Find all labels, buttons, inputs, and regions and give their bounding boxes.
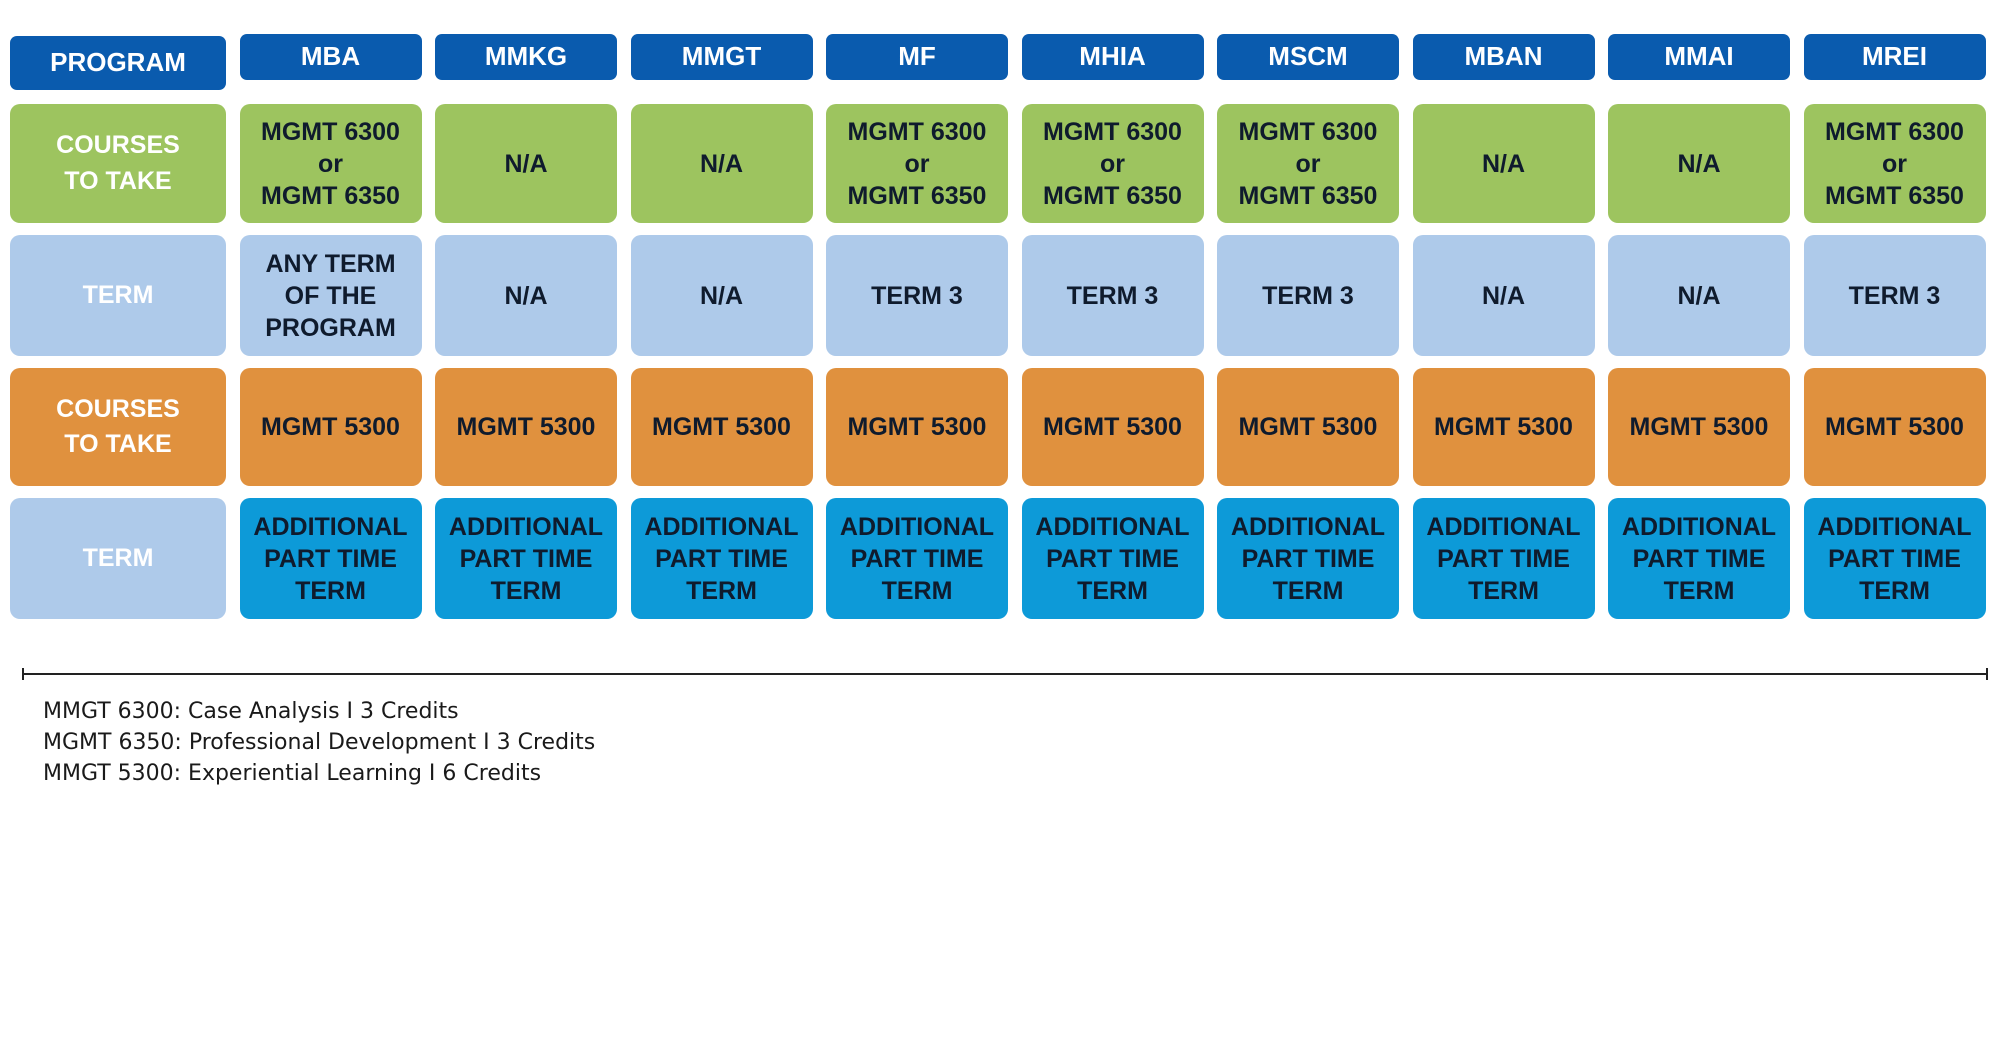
divider-rule [22, 668, 1988, 680]
program-header-mmkg: MMKG [435, 34, 617, 80]
program-header-mscm: MSCM [1217, 34, 1399, 80]
experiential-course-cell: MGMT 5300 [1608, 368, 1790, 486]
elective-term-cell: N/A [630, 235, 813, 356]
program-header-mmai: MMAI [1608, 34, 1790, 80]
elective-term-cell: N/A [1412, 235, 1595, 356]
footnote-mgmt-6350: MGMT 6350: Professional Development I 3 … [43, 730, 596, 755]
experiential-course-cell: MGMT 5300 [630, 368, 813, 486]
footnote-mmgt-5300: MMGT 5300: Experiential Learning I 6 Cre… [43, 761, 542, 786]
elective-course-cell: N/A [1608, 104, 1790, 223]
course-footnotes: MMGT 6300: Case Analysis I 3 Credits MGM… [43, 696, 595, 789]
footnote-mmgt-6300: MMGT 6300: Case Analysis I 3 Credits [43, 699, 459, 724]
elective-course-cell: MGMT 6300 or MGMT 6350 [1803, 104, 1986, 223]
row-label-elective-courses: COURSES TO TAKE [10, 104, 226, 223]
elective-term-cell: TERM 3 [1021, 235, 1204, 356]
program-header-mhia: MHIA [1021, 34, 1204, 80]
program-header-mrei: MREI [1803, 34, 1986, 80]
program-header-mba: MBA [239, 34, 422, 80]
program-requirements-grid: PROGRAM MBA MMKG MMGT MF MHIA MSCM MBAN … [10, 34, 1986, 619]
row-label-experiential-courses: COURSES TO TAKE [10, 368, 226, 486]
program-header-mban: MBAN [1412, 34, 1595, 80]
experiential-course-cell: MGMT 5300 [1412, 368, 1595, 486]
program-header-mf: MF [826, 34, 1008, 80]
elective-course-cell: MGMT 6300 or MGMT 6350 [1021, 104, 1204, 223]
experiential-course-cell: MGMT 5300 [1021, 368, 1204, 486]
elective-term-cell: TERM 3 [826, 235, 1008, 356]
elective-term-cell: TERM 3 [1803, 235, 1986, 356]
experiential-term-cell: ADDITIONAL PART TIME TERM [435, 498, 617, 619]
elective-course-cell: MGMT 6300 or MGMT 6350 [239, 104, 422, 223]
experiential-course-cell: MGMT 5300 [1803, 368, 1986, 486]
experiential-course-cell: MGMT 5300 [239, 368, 422, 486]
experiential-term-cell: ADDITIONAL PART TIME TERM [1021, 498, 1204, 619]
row-label-elective-term: TERM [10, 235, 226, 356]
elective-course-cell: MGMT 6300 or MGMT 6350 [826, 104, 1008, 223]
experiential-course-cell: MGMT 5300 [826, 368, 1008, 486]
elective-term-cell: N/A [1608, 235, 1790, 356]
elective-course-cell: N/A [435, 104, 617, 223]
experiential-term-cell: ADDITIONAL PART TIME TERM [1217, 498, 1399, 619]
elective-course-cell: MGMT 6300 or MGMT 6350 [1217, 104, 1399, 223]
experiential-term-cell: ADDITIONAL PART TIME TERM [1608, 498, 1790, 619]
experiential-term-cell: ADDITIONAL PART TIME TERM [1412, 498, 1595, 619]
elective-course-cell: N/A [630, 104, 813, 223]
elective-course-cell: N/A [1412, 104, 1595, 223]
experiential-course-cell: MGMT 5300 [435, 368, 617, 486]
experiential-term-cell: ADDITIONAL PART TIME TERM [1803, 498, 1986, 619]
program-header-label: PROGRAM [10, 36, 226, 90]
experiential-course-cell: MGMT 5300 [1217, 368, 1399, 486]
experiential-term-cell: ADDITIONAL PART TIME TERM [239, 498, 422, 619]
experiential-term-cell: ADDITIONAL PART TIME TERM [826, 498, 1008, 619]
program-header-mmgt: MMGT [630, 34, 813, 80]
row-label-experiential-term: TERM [10, 498, 226, 619]
elective-term-cell: TERM 3 [1217, 235, 1399, 356]
elective-term-cell: ANY TERM OF THE PROGRAM [239, 235, 422, 356]
elective-term-cell: N/A [435, 235, 617, 356]
experiential-term-cell: ADDITIONAL PART TIME TERM [630, 498, 813, 619]
